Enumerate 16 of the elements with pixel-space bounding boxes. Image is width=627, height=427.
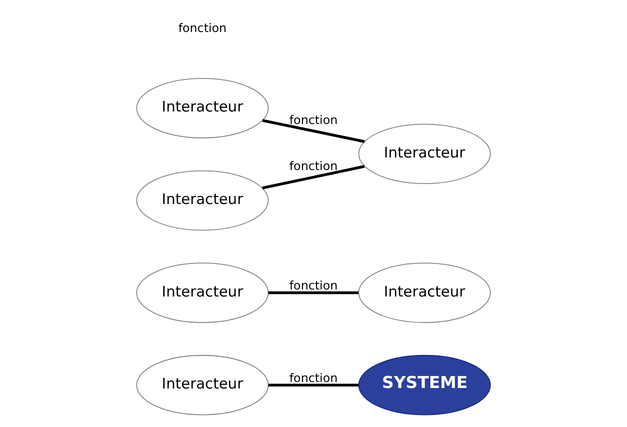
connector [262, 165, 365, 190]
node-ellipse: SYSTEME [358, 354, 491, 416]
node-ellipse: Interacteur [136, 170, 269, 231]
connector [268, 384, 358, 386]
node-ellipse: Interacteur [358, 262, 491, 323]
connector [268, 291, 358, 294]
node-ellipse: Interacteur [358, 124, 491, 184]
label: fonction [178, 20, 227, 35]
connector [262, 119, 365, 143]
edge-label: fonction [289, 370, 338, 385]
edge-label: fonction [289, 158, 338, 173]
node-ellipse: Interacteur [136, 262, 269, 323]
node-ellipse: Interacteur [136, 78, 269, 138]
edge-label: fonction [289, 278, 338, 292]
node-ellipse: Interacteur [136, 354, 269, 416]
edge-label: fonction [289, 113, 338, 128]
